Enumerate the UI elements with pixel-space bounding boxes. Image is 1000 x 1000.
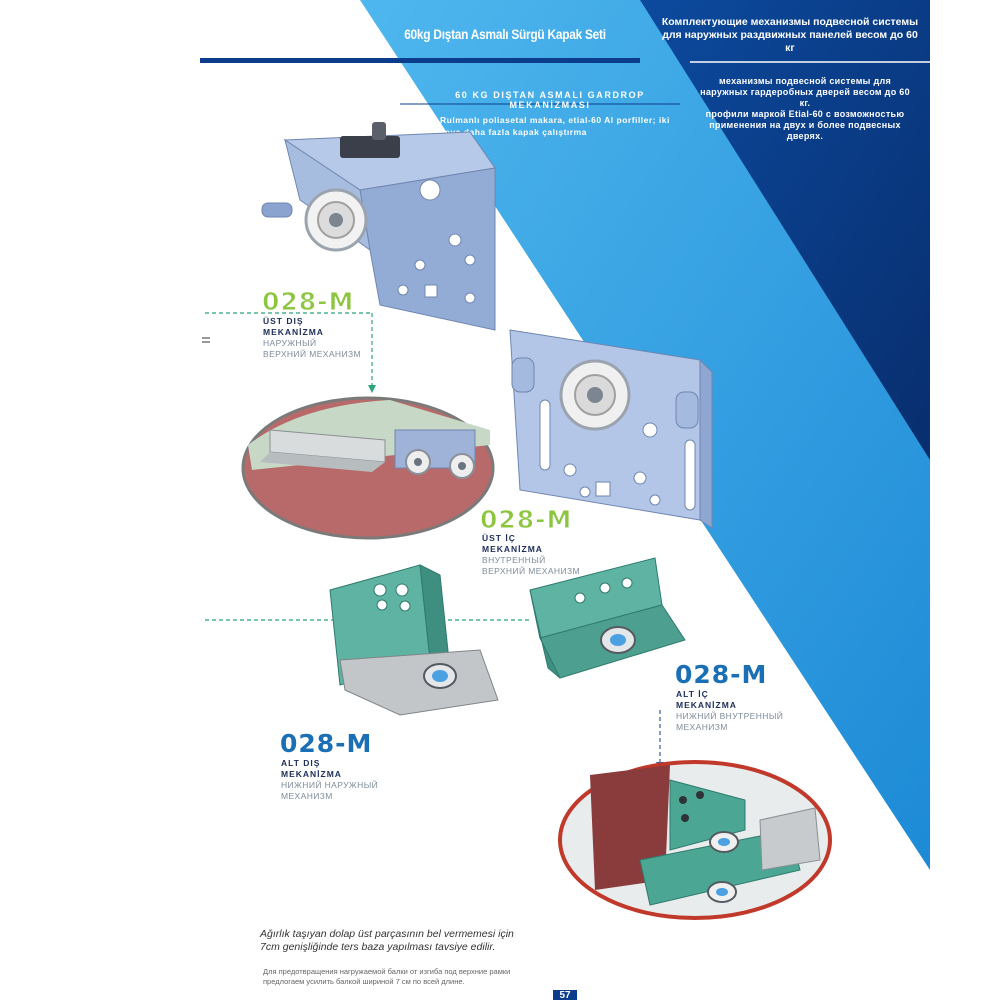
part-name-line-1: ÜST DIŞ [263, 316, 304, 326]
part-name-russian-line-2: МЕХАНИЗМ [676, 722, 728, 732]
part-code-lower-inner: 028-M [675, 660, 768, 689]
part-name-russian-line-1: НАРУЖНЫЙ [263, 338, 317, 348]
arrow-down-icon [368, 385, 376, 393]
part-name-russian-line-2: МЕХАНИЗМ [281, 791, 333, 801]
part-name-line-2: MEKANİZMA [482, 544, 543, 554]
part-label-lower-inner: ALT İÇ MEKANİZMA НИЖНИЙ ВНУТРЕННЫЙ МЕХАН… [676, 689, 783, 733]
upper-outer-mechanism [261, 122, 496, 331]
part-name-russian-line-2: ВЕРХНИЙ МЕХАНИЗМ [263, 349, 361, 359]
page-title: 60kg Dıştan Asmalı Sürgü Kapak Seti [404, 26, 606, 42]
page-title-russian: Комплектующие механизмы подвесной систем… [661, 16, 919, 54]
part-name-line-2: MEKANİZMA [263, 327, 324, 337]
lower-detail-view [558, 760, 832, 920]
part-label-lower-outer: ALT DIŞ MEKANİZMA НИЖНИЙ НАРУЖНЫЙ МЕХАНИ… [281, 758, 378, 802]
part-name-russian-line-1: ВНУТРЕННЫЙ [482, 555, 546, 565]
part-name-russian-line-2: ВЕРХНИЙ МЕХАНИЗМ [482, 566, 580, 576]
footer-note-russian-line-1: Для предотвращения нагружаемой балки от … [263, 967, 511, 976]
part-name-line-2: MEKANİZMA [676, 700, 737, 710]
part-code-upper-inner: 028-M [479, 505, 573, 535]
footer-note: Ağırlık taşıyan dolap üst parçasının bel… [260, 928, 580, 954]
footer-note-russian: Для предотвращения нагружаемой балки от … [263, 967, 583, 987]
edge-marks [202, 337, 210, 343]
page-number: 57 [553, 990, 577, 1000]
part-label-upper-inner: ÜST İÇ MEKANİZMA ВНУТРЕННЫЙ ВЕРХНИЙ МЕХА… [482, 533, 580, 577]
part-name-russian-line-1: НИЖНИЙ НАРУЖНЫЙ [281, 780, 379, 790]
part-name-line-2: MEKANİZMA [281, 769, 342, 779]
upper-inner-mechanism [509, 329, 713, 529]
part-code-lower-outer: 028-M [280, 729, 373, 758]
dark-blue-band [640, 0, 930, 460]
part-name-line-1: ALT DIŞ [281, 758, 321, 768]
part-name-russian-line-1: НИЖНИЙ ВНУТРЕННЫЙ [676, 711, 784, 721]
part-name-line-1: ALT İÇ [676, 689, 709, 699]
part-label-upper-outer: ÜST DIŞ MEKANİZMA НАРУЖНЫЙ ВЕРХНИЙ МЕХАН… [263, 316, 361, 360]
intro-description-russian: механизмы подвесной системы для наружных… [695, 76, 915, 142]
lower-outer-mechanism [329, 564, 499, 716]
upper-detail-view [241, 396, 495, 540]
intro-description-russian-line-2: профили маркой Etial-60 с возможностью п… [705, 109, 905, 141]
connector-lines [205, 312, 530, 621]
footer-note-russian-line-2: предлогаем усилить балкой шириной 7 см п… [263, 977, 465, 986]
intro-subtitle: 60 KG DIŞTAN ASMALI GARDROP MEKANİZMASI [455, 90, 645, 110]
intro-description-russian-line-1: механизмы подвесной системы для наружных… [700, 76, 910, 108]
part-code-upper-outer: 028-M [261, 287, 355, 317]
footer-note-line-1: Ağırlık taşıyan dolap üst parçasının bel… [260, 928, 514, 940]
title-bar [200, 58, 640, 63]
part-name-line-1: ÜST İÇ [482, 533, 516, 543]
footer-note-line-2: 7cm genişliğinde ters baza yapılması tav… [260, 941, 496, 953]
lower-inner-mechanism [529, 557, 686, 679]
intro-description: Rulmanlı poliasetal makara, etial-60 Al … [440, 115, 670, 137]
